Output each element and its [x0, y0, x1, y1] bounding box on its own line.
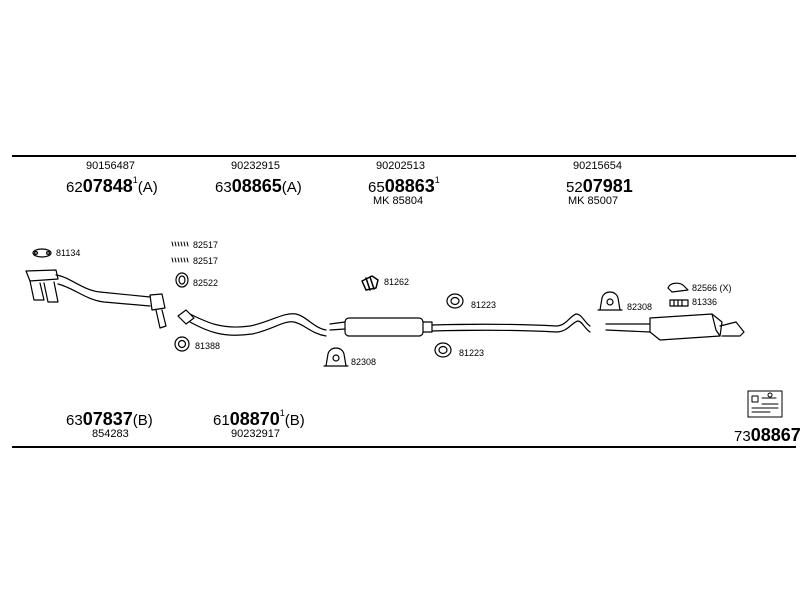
- label-81134: 81134: [56, 248, 81, 258]
- ring-82522-icon: [175, 272, 189, 288]
- part-2-number[interactable]: 6308865(A): [215, 176, 302, 196]
- intermediate-pipe-icon: [177, 309, 327, 337]
- part-4-kit: MK 85007: [568, 195, 619, 207]
- label-82566: 82566 (X): [692, 283, 732, 293]
- rubber-81336-icon: [669, 299, 689, 307]
- ring-81388-icon: [174, 336, 190, 352]
- label-81388: 81388: [195, 341, 221, 351]
- part-3-number[interactable]: 65088631: [368, 175, 440, 196]
- part-3-ref: 90202513: [376, 160, 425, 172]
- clamp-82517-b-icon: [171, 257, 189, 263]
- label-82308-a: 82308: [351, 357, 377, 367]
- label-81262: 81262: [384, 277, 410, 287]
- gasket-81134-icon: [32, 248, 52, 258]
- rear-silencer-icon: [605, 313, 745, 341]
- rubber-mount-81262-icon: [361, 275, 379, 291]
- part-3-kit: MK 85804: [373, 195, 424, 207]
- part-2-ref: 90232915: [231, 160, 280, 172]
- label-81223-a: 81223: [471, 300, 497, 310]
- clamp-82517-a-icon: [171, 241, 189, 247]
- clamp-82308-a-icon: [323, 347, 349, 367]
- kit-badge-icon: [747, 390, 783, 418]
- label-82308-b: 82308: [627, 302, 653, 312]
- front-pipe-icon: [25, 269, 167, 329]
- label-81336: 81336: [692, 297, 718, 307]
- label-82517-a: 82517: [193, 240, 219, 250]
- part-1-ref: 90156487: [86, 160, 135, 172]
- ring-81223-b-icon: [434, 342, 452, 358]
- part-4-number[interactable]: 5207981: [566, 176, 633, 196]
- label-81223-b: 81223: [459, 348, 485, 358]
- middle-silencer-icon: [329, 313, 591, 337]
- part-1-number[interactable]: 62078481(A): [66, 175, 158, 196]
- part-4-ref: 90215654: [573, 160, 622, 172]
- hanger-82566-icon: [667, 282, 689, 293]
- ring-81223-a-icon: [446, 293, 464, 309]
- top-divider: [12, 155, 796, 157]
- kit-number[interactable]: 7308867: [734, 425, 800, 445]
- clamp-82308-b-icon: [597, 291, 623, 311]
- part-5-ref: 854283: [92, 428, 129, 440]
- part-5-number[interactable]: 6307837(B): [66, 409, 153, 429]
- part-6-number[interactable]: 61088701(B): [213, 408, 305, 429]
- label-82522: 82522: [193, 278, 219, 288]
- label-82517-b: 82517: [193, 256, 219, 266]
- bottom-divider: [12, 446, 796, 448]
- part-6-ref: 90232917: [231, 428, 280, 440]
